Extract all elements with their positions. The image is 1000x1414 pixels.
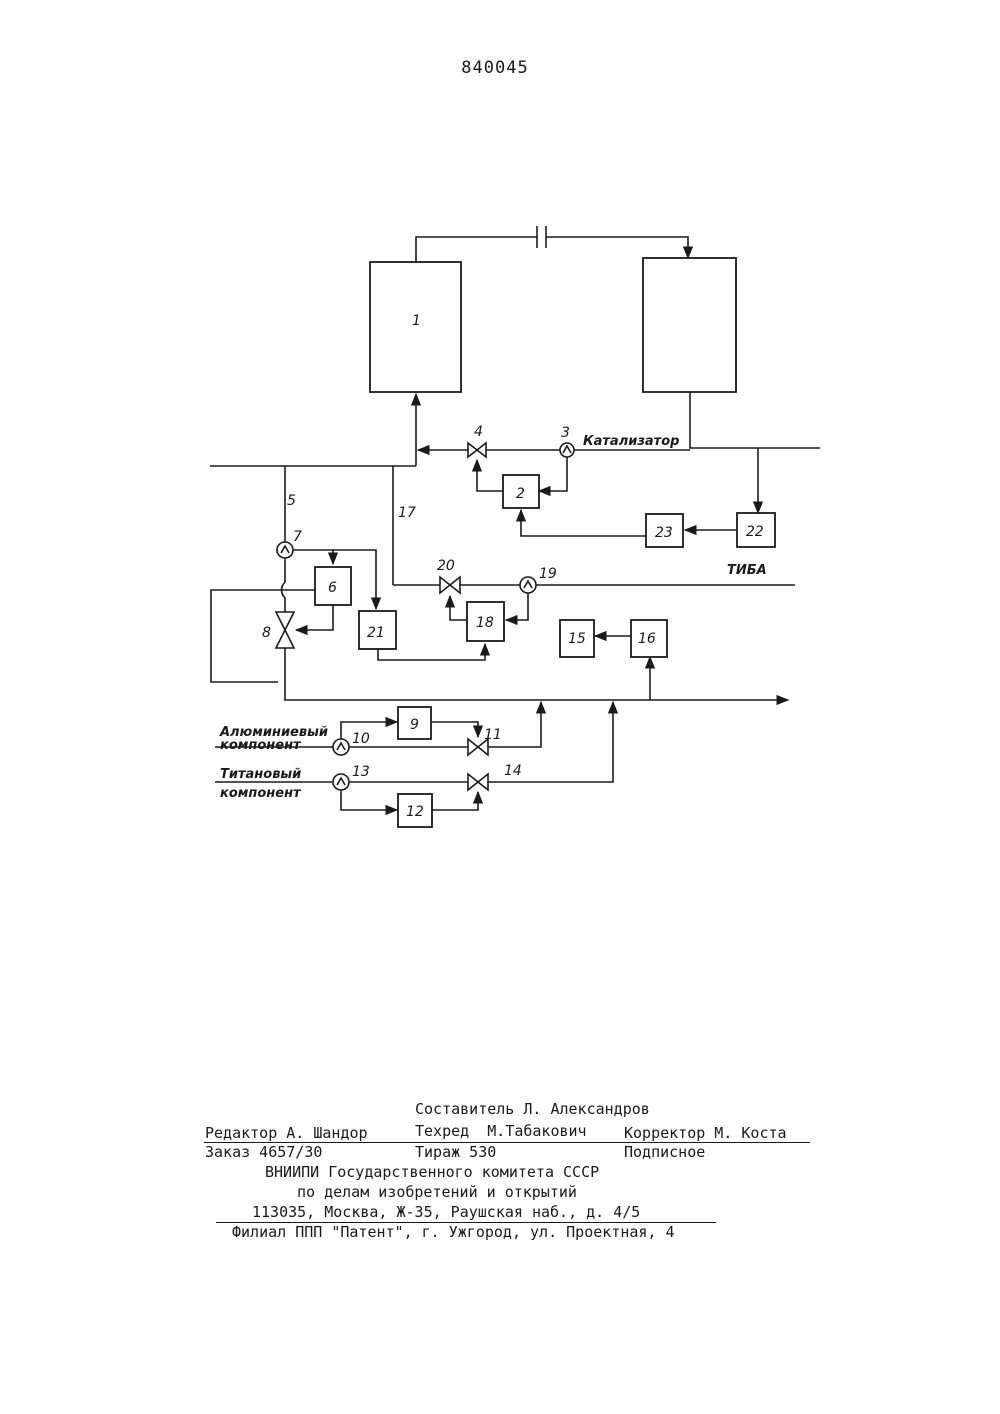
imprint-editor: Редактор А. Шандор (205, 1124, 368, 1142)
imprint-branch: Филиал ППП "Патент", г. Ужгород, ул. Про… (232, 1223, 675, 1241)
imprint-subscription: Подписное (624, 1143, 705, 1161)
imprint-techred: Техред М.Табакович (415, 1122, 587, 1140)
imprint-address: 113035, Москва, Ж-35, Раушская наб., д. … (252, 1203, 640, 1221)
imprint-org-line1: ВНИИПИ Государственного комитета СССР (265, 1163, 599, 1181)
imprint-corrector: Корректор М. Коста (624, 1124, 787, 1142)
imprint-compiler: Составитель Л. Александров (415, 1100, 650, 1118)
imprint-order: Заказ 4657/30 (205, 1143, 322, 1161)
imprint-circulation: Тираж 530 (415, 1143, 496, 1161)
imprint-org-line2: по делам изобретений и открытий (297, 1183, 577, 1201)
